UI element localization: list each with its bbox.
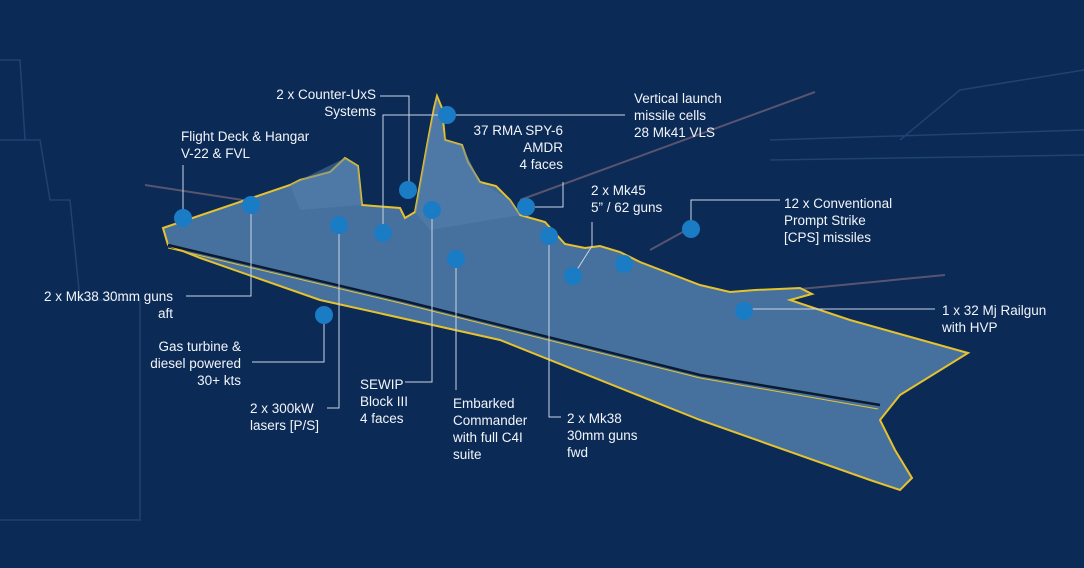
label-flight-deck: Flight Deck & Hangar V-22 & FVL <box>181 129 310 161</box>
marker-mk38-fwd[interactable] <box>540 227 558 245</box>
ship-hull <box>161 92 971 492</box>
label-vls: Vertical launch missile cells 28 Mk41 VL… <box>634 91 722 140</box>
label-cps: 12 x Conventional Prompt Strike [CPS] mi… <box>784 196 893 245</box>
label-mk38-fwd: 2 x Mk38 30mm guns fwd <box>567 411 638 460</box>
marker-mk38-aft[interactable] <box>242 196 260 214</box>
ship-superstructure-shade <box>290 96 520 230</box>
label-sewip: SEWIP Block III 4 faces <box>360 377 409 426</box>
marker-commander[interactable] <box>447 250 465 268</box>
marker-vls[interactable] <box>374 224 392 242</box>
leader-lines <box>182 95 935 418</box>
feature-markers <box>174 106 753 324</box>
waterline <box>167 243 881 407</box>
marker-mk45-b[interactable] <box>615 255 633 273</box>
label-railgun: 1 x 32 Mj Railgun with HVP <box>942 303 1047 335</box>
marker-flight-deck[interactable] <box>174 209 192 227</box>
label-mk38-aft: 2 x Mk38 30mm guns aft <box>43 289 173 321</box>
label-mk45: 2 x Mk45 5” / 62 guns <box>591 183 663 215</box>
marker-gas-turbine[interactable] <box>315 306 333 324</box>
marker-counter-uxs[interactable] <box>399 181 417 199</box>
background-ship-silhouettes <box>0 59 1084 521</box>
label-lasers: 2 x 300kW lasers [P/S] <box>250 401 320 433</box>
marker-spy6[interactable] <box>517 198 535 216</box>
marker-mk45-a[interactable] <box>564 267 582 285</box>
label-counter-uxs: 2 x Counter-UxS Systems <box>276 87 376 119</box>
marker-mast[interactable] <box>438 106 456 124</box>
waterline-outline <box>167 247 879 410</box>
marker-cps[interactable] <box>682 220 700 238</box>
label-gas-turbine: Gas turbine & diesel powered 30+ kts <box>150 339 241 388</box>
label-commander: Embarked Commander with full C4I suite <box>453 396 528 462</box>
marker-sewip[interactable] <box>423 201 441 219</box>
marker-railgun[interactable] <box>735 302 753 320</box>
marker-lasers[interactable] <box>330 216 348 234</box>
label-spy6: 37 RMA SPY-6 AMDR 4 faces <box>473 123 563 172</box>
